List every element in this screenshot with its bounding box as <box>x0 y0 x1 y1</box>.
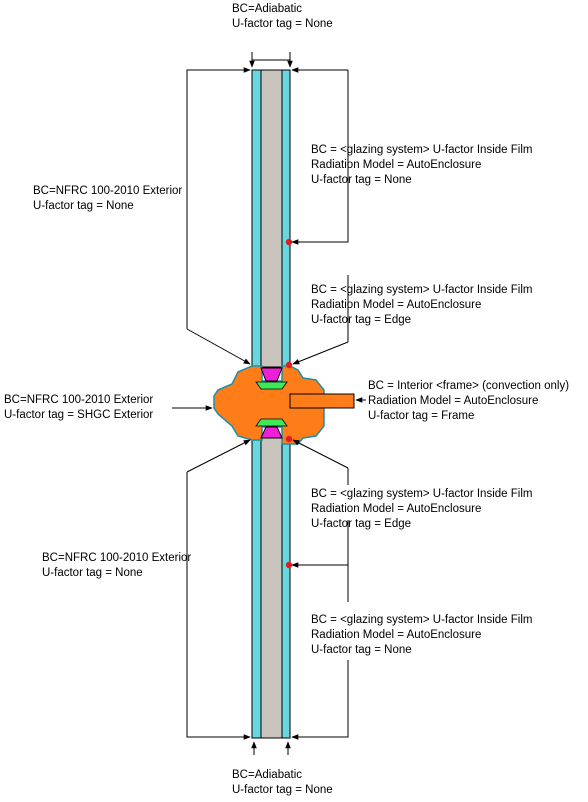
frame-tab <box>289 393 355 409</box>
label-line: U-factor tag = None <box>232 784 333 796</box>
outer-glass-pane-lower <box>251 437 262 739</box>
right-4-arrow <box>292 439 349 469</box>
right-2-arrow <box>292 341 349 365</box>
gas-gap-upper <box>260 69 283 368</box>
left-upper-arrow-bottom <box>186 328 251 365</box>
label-top-adiabatic: BC=Adiabatic U-factor tag = None <box>232 2 333 32</box>
bottom-adiabatic-bracket <box>252 740 290 748</box>
label-line: BC = <glazing system> U-factor Inside Fi… <box>311 144 533 156</box>
label-line: U-factor tag = None <box>42 567 143 579</box>
label-line: BC=NFRC 100-2010 Exterior <box>42 552 192 564</box>
label-line: Radiation Model = AutoEnclosure <box>311 503 482 515</box>
label-left-upper: BC=NFRC 100-2010 Exterior U-factor tag =… <box>33 184 182 214</box>
left-lower-arrow-top <box>186 439 251 473</box>
label-left-lower: BC=NFRC 100-2010 Exterior U-factor tag =… <box>42 551 191 581</box>
label-line: BC = <glazing system> U-factor Inside Fi… <box>311 284 533 296</box>
label-left-middle: BC=NFRC 100-2010 Exterior U-factor tag =… <box>4 393 153 423</box>
top-adiabatic-bracket <box>251 52 291 61</box>
spacer-lower <box>255 418 288 427</box>
leader-lines <box>172 52 366 755</box>
label-bottom-adiabatic: BC=Adiabatic U-factor tag = None <box>232 768 333 798</box>
label-line: BC=Adiabatic <box>232 769 302 781</box>
label-line: BC=NFRC 100-2010 Exterior <box>33 185 183 197</box>
inner-glass-pane-lower <box>281 437 291 739</box>
seal-lower <box>260 426 283 439</box>
label-right-5: BC = <glazing system> U-factor Inside Fi… <box>311 613 532 658</box>
frame-section <box>213 365 355 445</box>
gas-gap-lower <box>260 437 283 739</box>
spacer-upper <box>255 381 288 390</box>
label-line: BC=NFRC 100-2010 Exterior <box>4 394 154 406</box>
boundary-split-markers <box>285 238 293 569</box>
split-marker <box>285 561 293 569</box>
label-line: BC=Adiabatic <box>232 3 302 15</box>
label-line: U-factor tag = None <box>311 644 412 656</box>
label-right-3: BC = Interior <frame> (convection only) … <box>368 379 569 424</box>
label-right-1: BC = <glazing system> U-factor Inside Fi… <box>311 143 532 188</box>
label-line: U-factor tag = Edge <box>311 518 412 530</box>
seal-upper <box>260 367 283 382</box>
label-line: U-factor tag = SHGC Exterior <box>4 409 154 421</box>
label-line: Radiation Model = AutoEnclosure <box>311 159 482 171</box>
glazing-unit-upper <box>251 69 291 368</box>
right-5-bracket <box>292 660 349 738</box>
label-line: U-factor tag = Frame <box>368 410 475 422</box>
left-lower-bracket <box>186 472 250 738</box>
label-line: U-factor tag = Edge <box>311 314 412 326</box>
label-right-4: BC = <glazing system> U-factor Inside Fi… <box>311 487 532 532</box>
label-line: BC = <glazing system> U-factor Inside Fi… <box>311 614 533 626</box>
label-line: U-factor tag = None <box>232 18 333 30</box>
label-line: Radiation Model = AutoEnclosure <box>311 629 482 641</box>
label-line: U-factor tag = None <box>311 174 412 186</box>
split-marker <box>285 435 293 443</box>
label-right-2: BC = <glazing system> U-factor Inside Fi… <box>311 283 532 328</box>
glazing-unit-lower <box>251 437 291 739</box>
inner-glass-pane-upper <box>281 69 291 368</box>
label-line: Radiation Model = AutoEnclosure <box>368 395 539 407</box>
label-line: Radiation Model = AutoEnclosure <box>311 299 482 311</box>
split-marker <box>285 361 293 369</box>
label-line: BC = <glazing system> U-factor Inside Fi… <box>311 488 533 500</box>
label-line: U-factor tag = None <box>33 200 134 212</box>
label-line: BC = Interior <frame> (convection only) <box>368 380 570 392</box>
left-upper-bracket <box>186 69 250 329</box>
split-marker <box>285 238 293 246</box>
outer-glass-pane-upper <box>251 69 262 368</box>
